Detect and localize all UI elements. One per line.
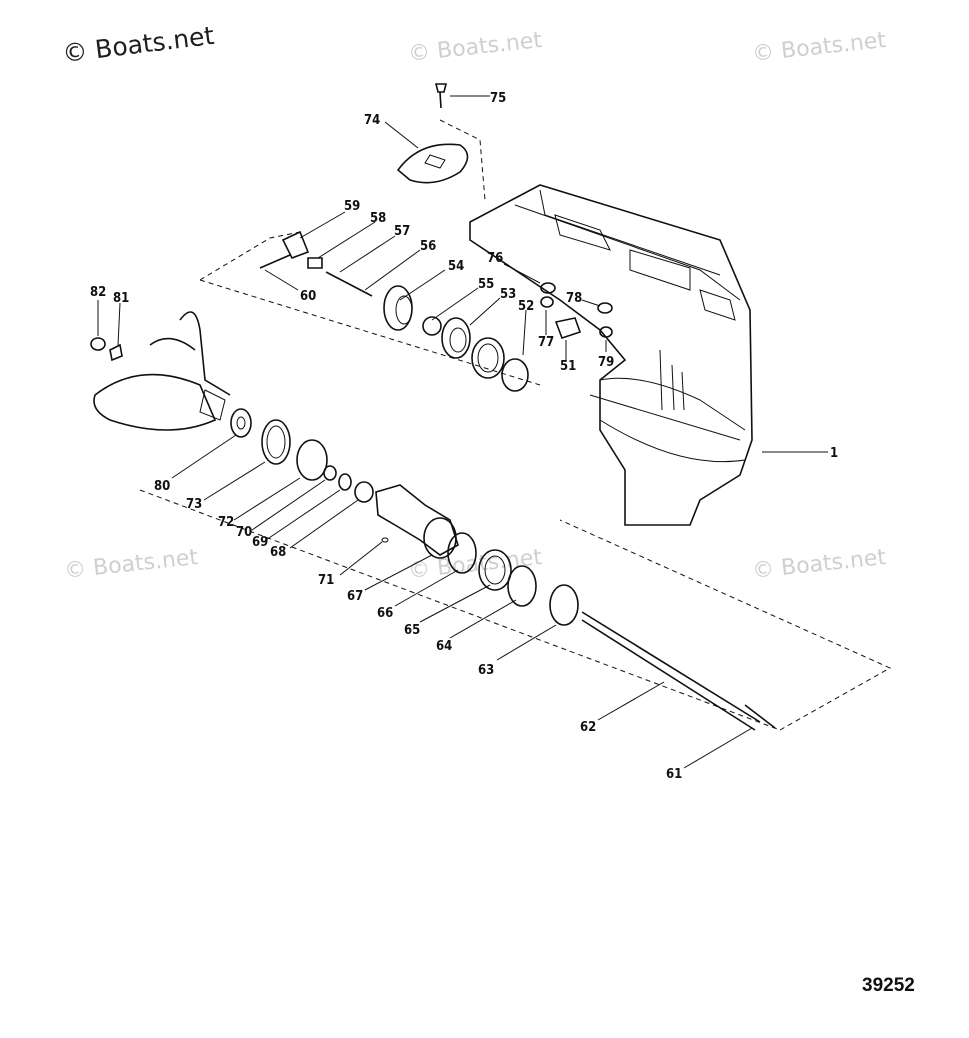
- screw: [434, 83, 448, 109]
- callout-label: 58: [370, 211, 386, 226]
- callout-label: 81: [113, 291, 129, 306]
- hardware-cluster: [540, 282, 613, 340]
- gear-housing: [469, 184, 753, 526]
- callout-label: 57: [394, 224, 410, 239]
- callout-label: 78: [566, 291, 582, 306]
- callout-label: 59: [344, 199, 360, 214]
- callout-label: 77: [538, 335, 554, 350]
- pinion-and-bearings: [383, 285, 529, 392]
- callout-label: 74: [364, 113, 380, 128]
- callout-labels: 1 51 52 53 54 55 56 57 58 59 60 61 62 63…: [90, 91, 838, 782]
- callout-label: 64: [436, 639, 452, 654]
- callout-label: 1: [830, 446, 838, 461]
- document-number: 39252: [862, 975, 915, 996]
- cover-plate: [396, 143, 469, 184]
- callout-label: 76: [487, 251, 503, 266]
- callout-label: 72: [218, 515, 234, 530]
- callout-label: 68: [270, 545, 286, 560]
- propeller: [90, 311, 231, 431]
- callout-label: 75: [490, 91, 506, 106]
- callout-label: 56: [420, 239, 436, 254]
- leader-lines: [97, 95, 828, 769]
- callout-label: 82: [90, 285, 106, 300]
- callout-label: 51: [560, 359, 576, 374]
- assembly-dashed-lines: [139, 119, 892, 731]
- callout-label: 69: [252, 535, 268, 550]
- callout-label: 61: [666, 767, 682, 782]
- callout-label: 70: [236, 525, 252, 540]
- callout-label: 55: [478, 277, 494, 292]
- callout-label: 52: [518, 299, 534, 314]
- shift-components: [259, 230, 373, 297]
- callout-label: 79: [598, 355, 614, 370]
- callout-label: 62: [580, 720, 596, 735]
- callout-label: 65: [404, 623, 420, 638]
- callout-label: 60: [300, 289, 316, 304]
- callout-label: 67: [347, 589, 363, 604]
- callout-label: 80: [154, 479, 170, 494]
- callout-label: 71: [318, 573, 334, 588]
- callout-label: 66: [377, 606, 393, 621]
- callout-label: 54: [448, 259, 464, 274]
- propshaft-components: [230, 408, 776, 731]
- callout-label: 63: [478, 663, 494, 678]
- callout-label: 53: [500, 287, 516, 302]
- callout-label: 73: [186, 497, 202, 512]
